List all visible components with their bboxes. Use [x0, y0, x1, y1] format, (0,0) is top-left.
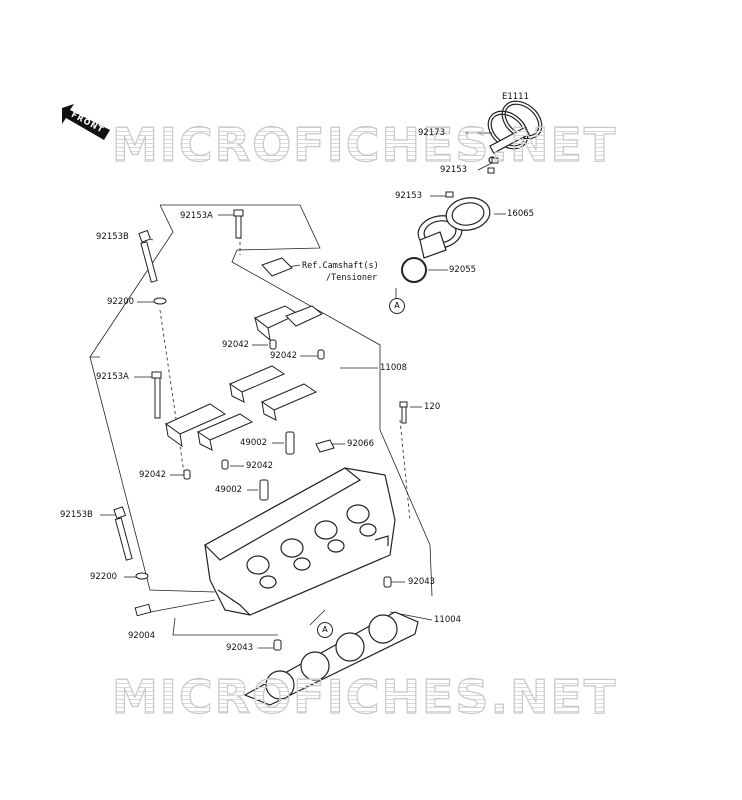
part-label-92004[interactable]: 92004 [128, 631, 156, 641]
part-label-11008[interactable]: 11008 [380, 363, 408, 373]
part-label-92043-a[interactable]: 92043 [408, 577, 436, 587]
frame-left [89, 356, 216, 593]
dowel-pins [183, 339, 392, 651]
part-label-92153-top[interactable]: 92153 [440, 165, 468, 175]
stud-120 [399, 401, 408, 424]
part-label-11004[interactable]: 11004 [434, 615, 462, 625]
part-label-16065[interactable]: 16065 [507, 209, 535, 219]
grommet-92066 [315, 439, 335, 453]
reference-note-line2: /Tensioner [326, 273, 378, 283]
bolt-92153B-low [113, 506, 133, 561]
part-label-92173[interactable]: 92173 [418, 128, 446, 138]
holder-16065 [417, 197, 491, 259]
reference-note-line1: Ref.Camshaft(s) [302, 261, 379, 271]
bolt-92153A-top [233, 209, 244, 239]
washer-92200-top [153, 297, 167, 305]
part-label-49002-a[interactable]: 49002 [240, 438, 268, 448]
frame-right [379, 429, 433, 597]
part-label-92042-b[interactable]: 92042 [270, 351, 298, 361]
watermark-top: MICROFICHES.NET [111, 117, 618, 172]
bolt-92153B-top [138, 229, 158, 283]
callout-a-top: A [389, 298, 405, 314]
part-label-92042-d[interactable]: 92042 [139, 470, 167, 480]
part-label-92153A-top[interactable]: 92153A [180, 211, 213, 221]
part-label-49002-b[interactable]: 49002 [215, 485, 243, 495]
screw-92153 [445, 157, 499, 198]
part-label-120[interactable]: 120 [424, 402, 441, 412]
part-label-92153A-mid[interactable]: 92153A [96, 372, 129, 382]
part-label-92200-top[interactable]: 92200 [107, 297, 135, 307]
bolt-92153A-mid [151, 371, 162, 419]
washer-92200-low [135, 572, 149, 580]
head-gasket-11004 [243, 611, 419, 706]
frame-lower [172, 617, 278, 636]
callout-a-bottom: A [317, 622, 333, 638]
part-label-92042-a[interactable]: 92042 [222, 340, 250, 350]
part-label-92153B-top[interactable]: 92153B [96, 232, 129, 242]
front-arrow: FRONT [60, 104, 118, 140]
part-label-92153B-low[interactable]: 92153B [60, 510, 93, 520]
figure-code: E1111 [502, 92, 530, 102]
part-label-92200-low[interactable]: 92200 [90, 572, 118, 582]
part-label-92043-b[interactable]: 92043 [226, 643, 254, 653]
camshaft-caps [165, 257, 323, 451]
watermark-bottom: MICROFICHES.NET [111, 669, 618, 724]
plug-92004 [134, 603, 152, 617]
front-arrow-icon [62, 104, 110, 140]
part-label-92055[interactable]: 92055 [449, 265, 477, 275]
part-label-92042-c[interactable]: 92042 [246, 461, 274, 471]
cylinder-head-11008 [204, 467, 396, 616]
o-ring-92055 [401, 257, 427, 283]
frame-left-upper [89, 204, 174, 358]
part-label-92153-mid[interactable]: 92153 [395, 191, 423, 201]
part-label-92066[interactable]: 92066 [347, 439, 375, 449]
clamp-92173 [487, 100, 543, 164]
valve-guides-49002 [259, 431, 295, 501]
frame-upper [160, 204, 381, 430]
